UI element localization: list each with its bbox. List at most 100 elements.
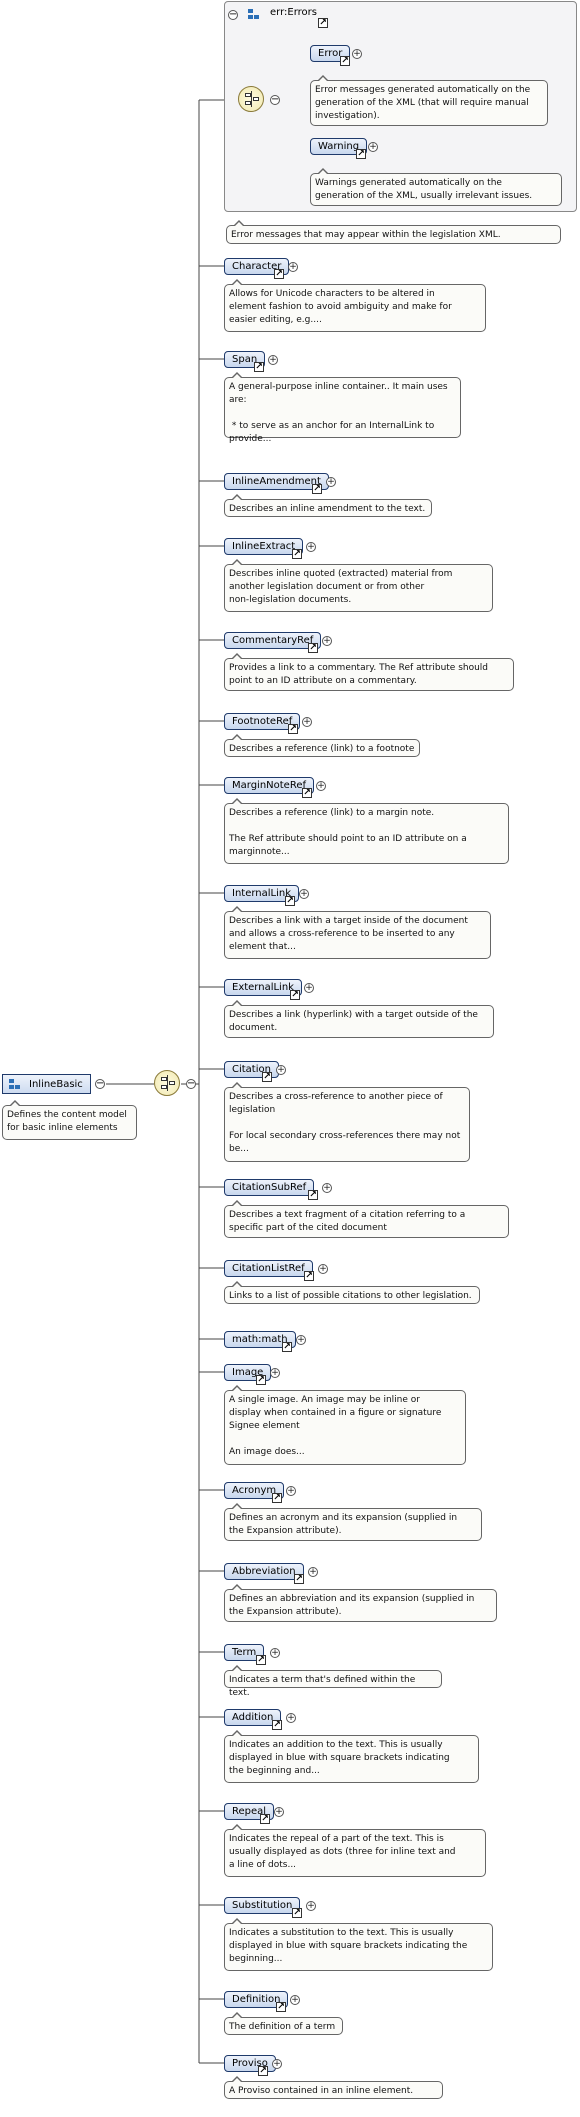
element-math-math[interactable]: math:math xyxy=(224,1331,296,1348)
element-citationlistref[interactable]: CitationListRef xyxy=(224,1260,313,1277)
expand-icon[interactable]: + xyxy=(368,142,378,152)
element-annotation: Describes a text fragment of a citation … xyxy=(224,1200,509,1238)
expand-icon[interactable]: + xyxy=(270,1368,280,1378)
element-internallink[interactable]: InternalLink xyxy=(224,885,300,902)
collapse-icon[interactable]: − xyxy=(270,94,280,105)
link-arrow-icon[interactable]: ↗ xyxy=(356,149,366,159)
link-arrow-icon[interactable]: ↗ xyxy=(292,549,302,559)
element-proviso[interactable]: Proviso xyxy=(224,2055,276,2072)
expand-icon[interactable]: + xyxy=(288,262,298,272)
element-annotation: Describes inline quoted (extracted) mate… xyxy=(224,559,493,612)
link-arrow-icon[interactable]: ↗ xyxy=(256,1375,266,1385)
collapse-icon[interactable]: − xyxy=(228,9,238,20)
expand-icon[interactable]: + xyxy=(352,49,362,59)
link-arrow-icon[interactable]: ↗ xyxy=(272,1493,282,1503)
element-annotation: Defines an abbreviation and its expansio… xyxy=(224,1584,497,1622)
expand-icon[interactable]: + xyxy=(274,1807,284,1817)
expand-icon[interactable]: + xyxy=(286,1486,296,1496)
element-commentaryref[interactable]: CommentaryRef xyxy=(224,632,322,649)
element-marginnoteref[interactable]: MarginNoteRef xyxy=(224,777,314,794)
expand-icon[interactable]: + xyxy=(302,717,312,727)
expand-icon[interactable]: + xyxy=(316,781,326,791)
link-arrow-icon[interactable]: ↗ xyxy=(282,1342,292,1352)
group-icon xyxy=(248,9,260,20)
link-arrow-icon[interactable]: ↗ xyxy=(312,484,322,494)
element-definition[interactable]: Definition xyxy=(224,1991,289,2008)
expand-icon[interactable]: + xyxy=(290,1995,300,2005)
root-annotation: Defines the content model for basic inli… xyxy=(2,1100,137,1140)
link-arrow-icon[interactable]: ↗ xyxy=(256,1655,266,1665)
expand-icon[interactable]: + xyxy=(268,355,278,365)
element-annotation: Indicates an addition to the text. This … xyxy=(224,1730,479,1783)
element-annotation: Defines an acronym and its expansion (su… xyxy=(224,1503,482,1541)
link-arrow-icon[interactable]: ↗ xyxy=(308,1190,318,1200)
root-element-label: InlineBasic xyxy=(29,1079,83,1090)
expand-icon[interactable]: + xyxy=(306,1901,316,1911)
element-annotation: Describes a reference (link) to a margin… xyxy=(224,798,509,864)
link-arrow-icon[interactable]: ↗ xyxy=(290,990,300,1000)
element-inlineamendment[interactable]: InlineAmendment xyxy=(224,473,329,490)
expand-icon[interactable]: + xyxy=(326,477,336,487)
link-arrow-icon[interactable]: ↗ xyxy=(254,362,264,372)
link-arrow-icon[interactable]: ↗ xyxy=(260,1814,270,1824)
expand-icon[interactable]: + xyxy=(308,1567,318,1577)
expand-icon[interactable]: + xyxy=(299,889,309,899)
expand-icon[interactable]: + xyxy=(322,1183,332,1193)
link-arrow-icon[interactable]: ↗ xyxy=(292,1908,302,1918)
link-arrow-icon[interactable]: ↗ xyxy=(294,1574,304,1584)
element-inlineextract[interactable]: InlineExtract xyxy=(224,538,304,555)
link-arrow-icon[interactable]: ↗ xyxy=(274,269,284,279)
link-arrow-icon[interactable]: ↗ xyxy=(302,788,312,798)
expand-icon[interactable]: + xyxy=(286,1713,296,1723)
group-annotation: Error messages that may appear within th… xyxy=(226,220,561,244)
expand-icon[interactable]: + xyxy=(270,1648,280,1658)
collapse-icon[interactable]: − xyxy=(186,1078,196,1089)
link-arrow-icon[interactable]: ↗ xyxy=(340,56,350,66)
expand-icon[interactable]: + xyxy=(306,542,316,552)
element-annotation: Indicates a substitution to the text. Th… xyxy=(224,1918,493,1971)
link-arrow-icon[interactable]: ↗ xyxy=(304,1271,314,1281)
element-annotation: The definition of a term xyxy=(224,2012,343,2035)
choice-compositor-icon[interactable] xyxy=(238,86,264,112)
link-arrow-icon[interactable]: ↗ xyxy=(262,1072,272,1082)
element-term[interactable]: Term xyxy=(224,1644,265,1661)
group-title: err:Errors xyxy=(270,7,317,18)
link-arrow-icon[interactable]: ↗ xyxy=(272,1720,282,1730)
expand-icon[interactable]: + xyxy=(318,1264,328,1274)
link-arrow-icon[interactable]: ↗ xyxy=(308,643,318,653)
element-character[interactable]: Character xyxy=(224,258,290,275)
link-arrow-icon[interactable]: ↗ xyxy=(285,896,295,906)
element-abbreviation[interactable]: Abbreviation xyxy=(224,1563,304,1580)
element-addition[interactable]: Addition xyxy=(224,1709,282,1726)
expand-icon[interactable]: + xyxy=(276,1065,286,1075)
element-warning[interactable]: Warning xyxy=(310,138,368,155)
element-annotation: Allows for Unicode characters to be alte… xyxy=(224,279,486,332)
link-arrow-icon[interactable]: ↗ xyxy=(318,18,328,28)
expand-icon[interactable]: + xyxy=(272,2059,282,2069)
choice-compositor-icon[interactable] xyxy=(154,1070,180,1096)
warning-annotation: Warnings generated automatically on the … xyxy=(310,168,562,206)
element-annotation: A general-purpose inline container.. It … xyxy=(224,372,461,444)
complex-type-icon xyxy=(9,1079,21,1090)
element-acronym[interactable]: Acronym xyxy=(224,1482,285,1499)
link-arrow-icon[interactable]: ↗ xyxy=(258,2066,268,2076)
element-annotation: Describes an inline amendment to the tex… xyxy=(224,494,432,517)
link-arrow-icon[interactable]: ↗ xyxy=(276,2002,286,2012)
element-annotation: Indicates the repeal of a part of the te… xyxy=(224,1824,486,1877)
link-arrow-icon[interactable]: ↗ xyxy=(288,724,298,734)
element-footnoteref[interactable]: FootnoteRef xyxy=(224,713,301,730)
element-annotation: Indicates a term that's defined within t… xyxy=(224,1665,442,1698)
element-annotation: Describes a link with a target inside of… xyxy=(224,906,491,959)
element-citationsubref[interactable]: CitationSubRef xyxy=(224,1179,315,1196)
expand-icon[interactable]: + xyxy=(322,636,332,646)
element-substitution[interactable]: Substitution xyxy=(224,1897,301,1914)
expand-icon[interactable]: + xyxy=(304,983,314,993)
element-externallink[interactable]: ExternalLink xyxy=(224,979,302,996)
element-annotation: Describes a cross-reference to another p… xyxy=(224,1082,470,1162)
element-annotation: Describes a reference (link) to a footno… xyxy=(224,734,420,757)
element-annotation: A single image. An image may be inline o… xyxy=(224,1385,466,1465)
element-inlinebasic[interactable]: InlineBasic xyxy=(2,1074,91,1094)
collapse-icon[interactable]: − xyxy=(95,1078,105,1089)
expand-icon[interactable]: + xyxy=(296,1335,306,1345)
